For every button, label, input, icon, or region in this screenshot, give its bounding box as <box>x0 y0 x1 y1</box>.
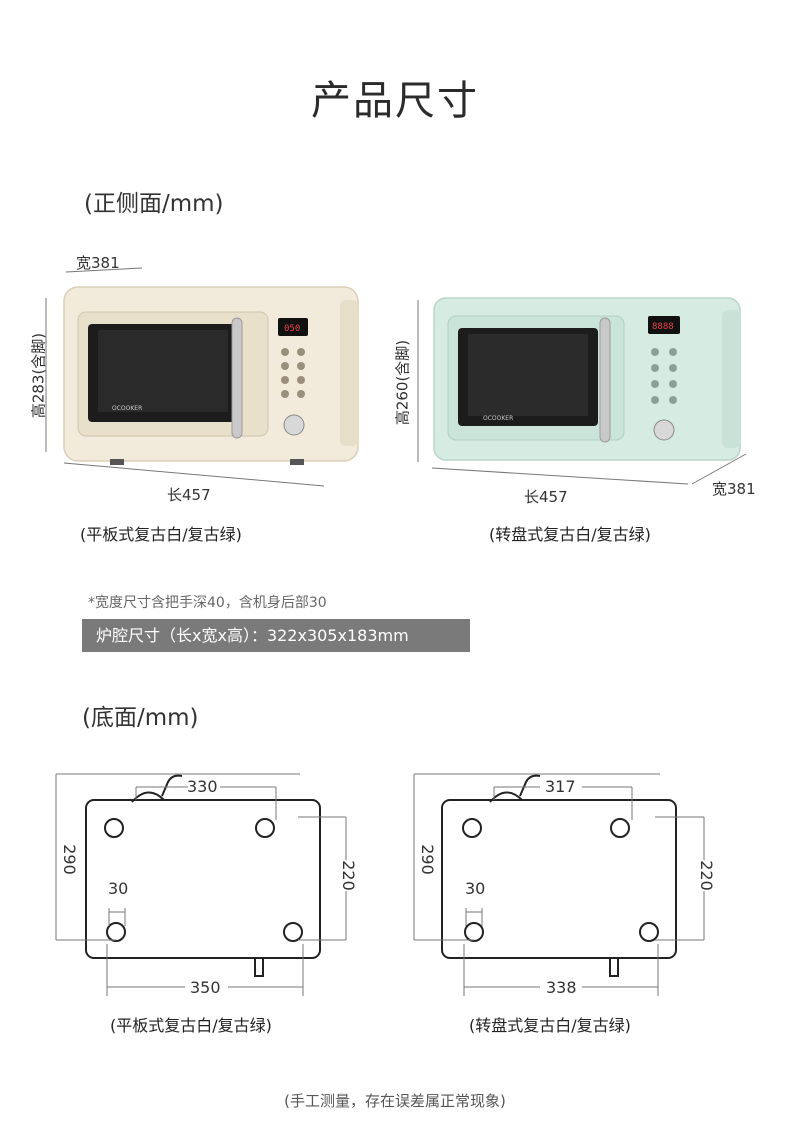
right-display-text: 8888 <box>652 322 674 332</box>
left-bottom-bottom-dim: 350 <box>190 978 221 997</box>
left-bottom-top-dim: 330 <box>187 777 218 796</box>
left-width-label: 宽381 <box>76 254 120 272</box>
right-bottom-outline <box>441 774 677 977</box>
right-bottom-dimensions <box>413 773 705 996</box>
left-brand-text: OCOOKER <box>112 405 142 412</box>
right-brand-text: OCOOKER <box>483 415 513 422</box>
width-note: *宽度尺寸含把手深40，含机身后部30 <box>88 595 327 611</box>
left-bottom-foot-dim: 30 <box>108 879 129 898</box>
left-bottom-right-dim: 220 <box>338 860 358 891</box>
right-width-label: 宽381 <box>712 480 756 498</box>
bottom-section-heading: (底面/mm) <box>82 705 199 731</box>
left-length-label: 长457 <box>167 486 211 504</box>
front-section-heading: (正侧面/mm) <box>84 191 224 217</box>
right-bottom-caption: (转盘式复古白/复古绿) <box>469 1016 631 1035</box>
left-bottom-caption: (平板式复古白/复古绿) <box>110 1016 272 1035</box>
turntable-microwave-illustration: OCOOKER 8888 <box>417 297 747 485</box>
left-bottom-outline <box>85 774 321 977</box>
right-bottom-right-dim: 220 <box>696 860 716 891</box>
page-title: 产品尺寸 <box>311 78 479 124</box>
cavity-dimension-bar: 炉腔尺寸（长x宽x高）：322x305x183mm <box>82 619 470 652</box>
right-length-label: 长457 <box>524 488 568 506</box>
left-bottom-dimensions <box>55 773 347 996</box>
flat-microwave-illustration: OCOOKER 050 <box>45 267 359 487</box>
measurement-footer: (手工测量，存在误差属正常现象) <box>284 1092 506 1110</box>
left-front-caption: (平板式复古白/复古绿) <box>80 525 242 544</box>
right-bottom-bottom-dim: 338 <box>546 978 577 997</box>
right-bottom-foot-dim: 30 <box>465 879 486 898</box>
right-bottom-left-dim: 290 <box>417 844 437 875</box>
left-display-text: 050 <box>284 324 300 334</box>
left-bottom-left-dim: 290 <box>59 844 79 875</box>
right-front-caption: (转盘式复古白/复古绿) <box>489 525 651 544</box>
right-bottom-top-dim: 317 <box>545 777 576 796</box>
